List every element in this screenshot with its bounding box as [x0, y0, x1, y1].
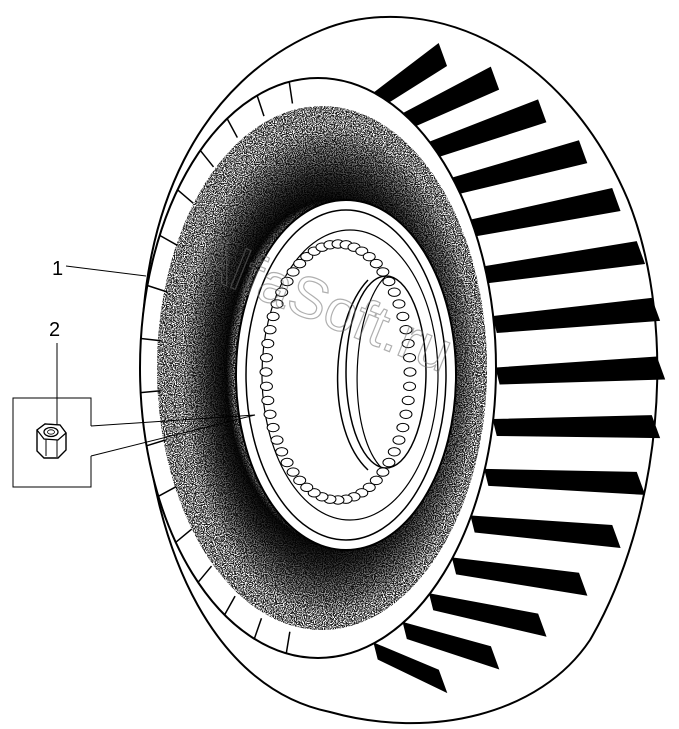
wheel-nut [280, 457, 294, 468]
tread-lug [373, 642, 448, 694]
tread-lug [428, 593, 547, 637]
wheel-nut [261, 338, 275, 349]
tread-lug [484, 468, 646, 495]
wheel-nut [270, 435, 284, 445]
sidewall-rib [140, 389, 161, 394]
callout-label-1: 1 [52, 258, 63, 280]
wheel-nut-ring [259, 239, 417, 505]
detail-leader-bottom [90, 414, 256, 457]
wheel-nut [399, 409, 413, 419]
hub-inner-curve [336, 279, 369, 471]
detail-box [12, 397, 92, 488]
sidewall-rib [223, 595, 236, 616]
callout-2[interactable]: 2 [12, 319, 256, 488]
wheel-nut [362, 251, 376, 262]
wheel-nut [286, 467, 300, 477]
wheel-nut [259, 381, 273, 392]
hex-nut-icon [36, 423, 67, 459]
tread-lug [495, 356, 666, 385]
tread-lug [451, 557, 588, 596]
sidewall-rib [147, 284, 167, 293]
leader-line-1 [65, 265, 147, 277]
sidewall-rib [146, 439, 167, 447]
wheel-nut [266, 311, 280, 322]
sidewall-rib [140, 337, 161, 342]
wheel-nut [376, 267, 390, 277]
wheel-nut [293, 258, 307, 269]
callout-1[interactable]: 1 [52, 258, 147, 280]
wheel-nut [286, 267, 300, 277]
tire-wheel-assembly [139, 16, 666, 725]
tread-lug [402, 621, 500, 670]
sidewall-ribs [140, 81, 294, 654]
wheel-nut [263, 409, 277, 419]
wheel-nut [293, 475, 307, 486]
wheel-nut [387, 287, 401, 297]
sidewall-rib [256, 95, 265, 117]
wheel-nut [369, 475, 383, 486]
tread-lug [492, 415, 661, 439]
callout-label-2: 2 [49, 319, 60, 341]
wheel-nut [300, 482, 314, 493]
wheel-nut [387, 447, 401, 457]
wheel-nut [266, 422, 280, 433]
wheel-nut [275, 447, 289, 457]
wheel-nut [401, 338, 415, 349]
sidewall-rib [226, 118, 239, 138]
tread-lug [470, 515, 621, 549]
sidewall-rib [288, 81, 294, 104]
rim-flange [245, 209, 447, 541]
wheel-nut [270, 299, 284, 309]
wheel-nut [399, 325, 413, 335]
wheel-nut [403, 352, 417, 363]
wheel-nut [382, 276, 396, 287]
wheel-nut [396, 422, 410, 433]
wheel-nut [392, 435, 406, 445]
sidewall-rib [285, 631, 291, 654]
sidewall-rib [177, 189, 194, 204]
sidewall-rib [199, 149, 215, 168]
wheel-nut [261, 395, 275, 406]
hub-inner-curve-2 [356, 275, 387, 473]
sidewall-rib [175, 528, 193, 543]
wheel-nut [396, 311, 410, 322]
wheel-nut [392, 299, 406, 309]
wheel-nut [275, 287, 289, 297]
wheel-nut [376, 467, 390, 477]
wheel-nut [382, 457, 396, 468]
sidewall-rib [159, 234, 178, 247]
sidewall-rib [253, 618, 263, 640]
sidewall-rib [158, 485, 177, 497]
tread-lug [492, 297, 661, 334]
wheel-nut [259, 367, 273, 377]
wheel-nut [263, 325, 277, 335]
wheel-nut [403, 367, 417, 377]
wheel-nut [259, 352, 273, 363]
sidewall-rib [197, 565, 213, 583]
wheel-nut [403, 381, 417, 392]
wheel-nut [280, 276, 294, 287]
detail-leader-top [90, 414, 256, 427]
wheel-nut [369, 258, 383, 269]
wheel-nut [401, 395, 415, 406]
